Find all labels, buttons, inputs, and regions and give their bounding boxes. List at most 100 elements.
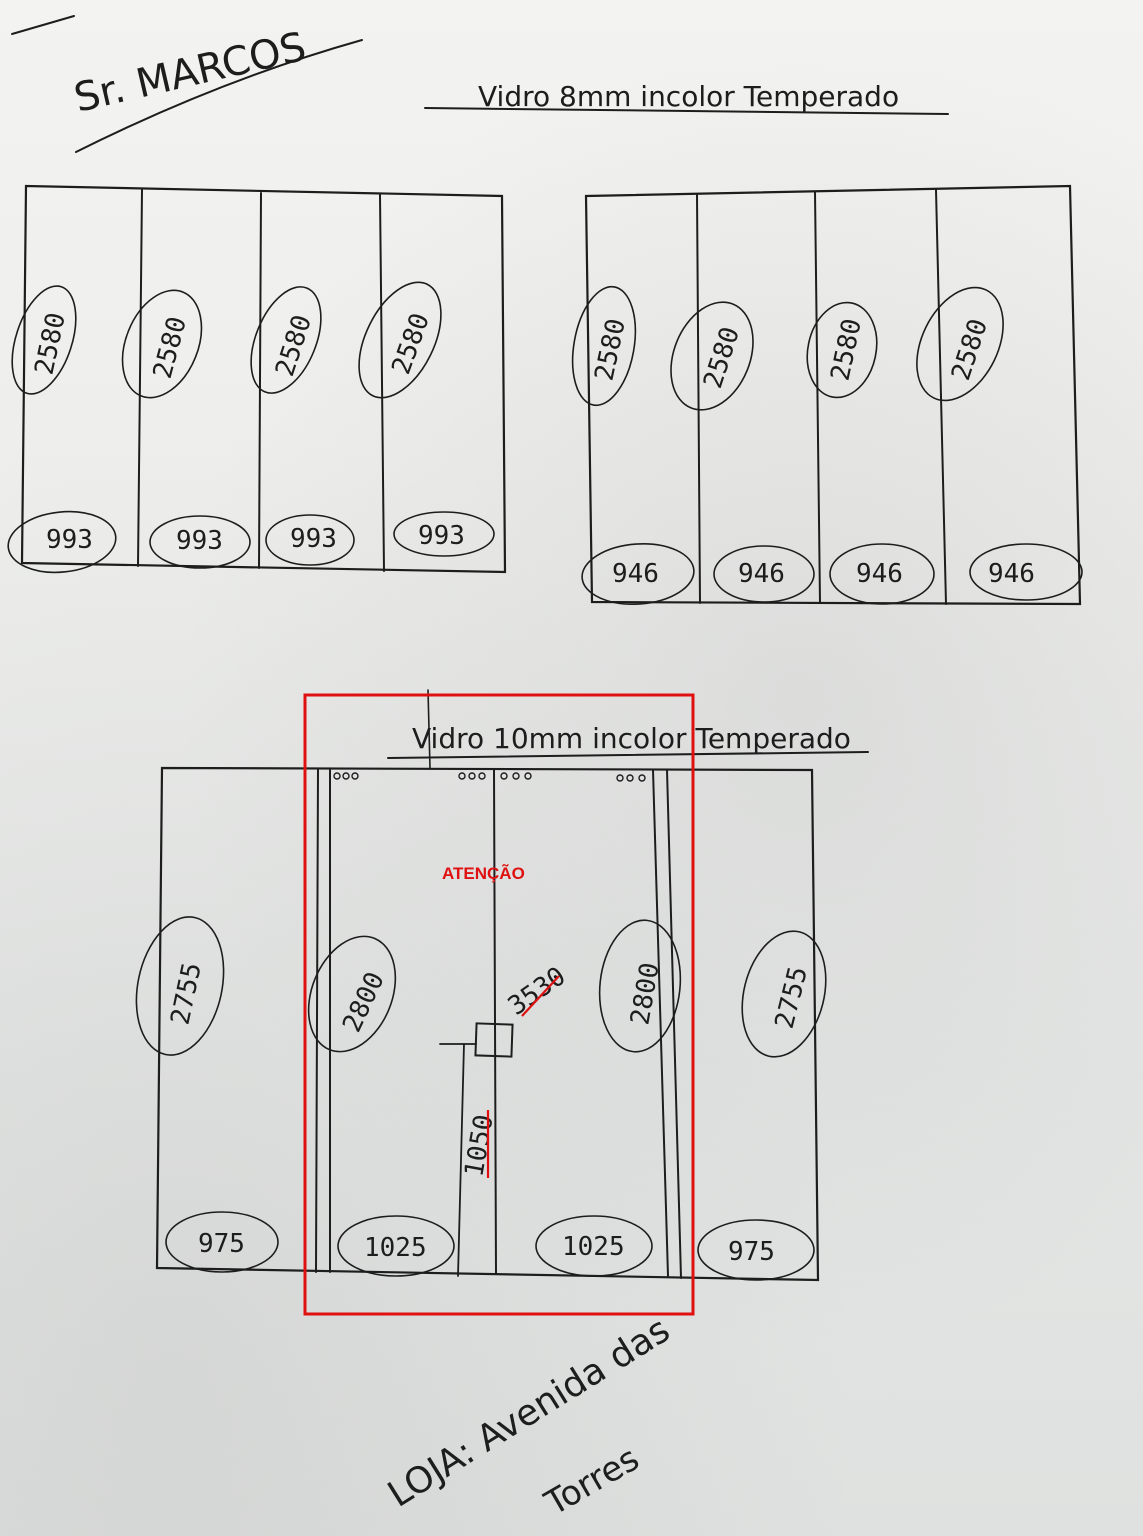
height-label: 2580 [916,286,1004,402]
height-label: 2580 [250,286,322,394]
handle-length-value: 3530 [503,961,572,1021]
width-value: 993 [418,521,465,551]
dimension-circle [165,1211,279,1273]
hinge-hardware [333,772,646,782]
client-name: Sr. MARCOS [70,24,310,122]
height-value: 2800 [337,968,391,1037]
height-label: 2580 [358,281,442,399]
height-label: 2755 [741,930,827,1058]
dimension-circle [135,916,225,1056]
width-value: 993 [290,524,337,554]
dimension-circle [535,1215,653,1277]
dimension-circle [829,543,935,605]
store-line-1: LOJA: Avenida das [381,1309,677,1515]
dimension-circle [7,510,117,574]
store-line-2: Torres [538,1439,646,1525]
fixed-panel-divider-right [652,769,682,1279]
dimension-circle [806,301,878,399]
width-label: 993 [265,514,355,566]
width-label: 946 [581,543,695,605]
dimension-circle [598,919,682,1053]
frame-bottom-outline [155,766,820,1282]
width-label: 1025 [535,1215,653,1277]
dimension-circle [916,286,1004,402]
section-2-header: Vidro 10mm incolor Temperado [387,689,869,769]
client-underline [75,39,363,153]
width-value: 993 [176,526,223,556]
height-value: 2755 [166,960,208,1027]
dimension-circle [121,289,203,399]
dimension-circle [741,930,827,1058]
height-label: 2800 [307,935,397,1053]
section-2-title: Vidro 10mm incolor Temperado [412,722,851,755]
width-label: 975 [697,1219,815,1281]
height-label: 2580 [571,285,637,407]
dimension-circle [250,286,322,394]
height-value: 2580 [698,323,746,392]
height-value: 2580 [386,309,436,378]
fixed-panel-divider-left [315,769,331,1273]
section-1-header: Vidro 8mm incolor Temperado [424,80,949,115]
height-label: 2580 [806,301,878,399]
height-label: 2755 [135,916,225,1056]
height-label: 2580 [670,301,754,411]
height-value: 2580 [148,314,193,382]
dimension-circle [697,1219,815,1281]
lock-box [474,1022,514,1058]
frame-left-outline [20,184,507,574]
frame-bottom: 2755 2800 2800 2755 975 1025 1025 [135,766,827,1282]
height-value: 2580 [270,311,318,380]
dimension-circle [713,545,815,603]
height-label: 2580 [121,289,203,399]
frame-right: 2580 2580 2580 2580 946 946 946 946 [571,184,1083,606]
attention-label: ATENÇÃO [442,863,525,883]
frame-right-dividers [696,189,947,605]
red-annotations: ATENÇÃO [303,693,695,1316]
dimension-circle [581,543,695,605]
width-label: 993 [149,515,251,569]
section-1-underline [424,107,949,115]
dimension-circle [149,515,251,569]
dimension-circle [969,543,1083,601]
door-center-divider [493,769,497,1275]
width-label: 993 [7,510,117,574]
height-value: 2755 [770,964,814,1032]
pen-mark [11,15,75,35]
width-value: 975 [728,1237,775,1267]
dimension-circle [337,1215,455,1277]
dimension-circle [571,285,637,407]
section-2-underline [387,751,869,759]
width-value: 946 [988,559,1035,589]
width-value: 993 [46,525,93,555]
dimension-circle [307,935,397,1053]
width-label: 946 [829,543,935,605]
dimension-circle [265,514,355,566]
handle-line [457,1043,465,1277]
store-address: LOJA: Avenida das Torres [381,1309,677,1524]
red-mark-diagonal [521,975,560,1017]
dimension-circle [393,511,495,557]
frame-left: 2580 2580 2580 2580 993 993 993 993 [7,184,507,574]
width-label: 975 [165,1211,279,1273]
width-value: 1025 [364,1233,427,1263]
height-value: 2580 [590,316,632,383]
width-value: 1025 [562,1232,625,1262]
client-name-block: Sr. MARCOS [70,24,363,153]
width-label: 946 [969,543,1083,601]
attention-highlight-box [303,693,695,1316]
frame-left-dividers [137,189,385,572]
height-value: 2580 [30,310,72,377]
dimension-circle [11,285,77,395]
frame-right-outline [584,184,1082,606]
handle-height-value: 1050 [459,1112,499,1179]
width-value: 946 [856,559,903,589]
section-1-title: Vidro 8mm incolor Temperado [478,80,899,113]
width-label: 946 [713,545,815,603]
height-value: 2580 [826,316,868,383]
dimension-circle [358,281,442,399]
width-value: 946 [738,559,785,589]
width-value: 946 [612,559,659,589]
dimension-circle [670,301,754,411]
height-label: 2580 [11,285,77,395]
